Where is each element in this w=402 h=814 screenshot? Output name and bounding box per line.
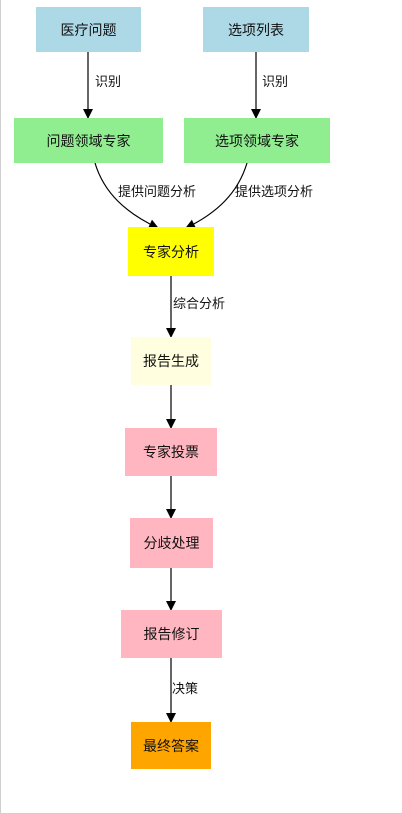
frame-border-left — [0, 0, 1, 814]
edge-label-decision: 决策 — [172, 682, 199, 697]
edge-label-identify-right: 识别 — [262, 75, 289, 90]
node-report-generation: 报告生成 — [131, 337, 211, 385]
node-expert-voting: 专家投票 — [125, 428, 217, 476]
node-option-domain-expert: 选项领域专家 — [184, 118, 330, 163]
edge-label-comprehensive-analysis: 综合分析 — [173, 297, 226, 312]
node-expert-analysis: 专家分析 — [128, 227, 214, 276]
edge-label-provide-option-analysis: 提供选项分析 — [235, 185, 314, 200]
edge-label-provide-question-analysis: 提供问题分析 — [118, 185, 197, 200]
edge-question-expert-to-expert-analysis — [94, 162, 159, 229]
node-final-answer: 最终答案 — [131, 722, 211, 769]
node-medical-question: 医疗问题 — [36, 7, 141, 52]
edge-label-identify-left: 识别 — [95, 75, 122, 90]
node-question-domain-expert: 问题领域专家 — [14, 118, 163, 163]
node-report-revision: 报告修订 — [121, 610, 222, 658]
edge-option-expert-to-expert-analysis — [185, 162, 248, 229]
node-option-list: 选项列表 — [203, 7, 309, 52]
node-disagreement-handling: 分歧处理 — [130, 518, 213, 568]
